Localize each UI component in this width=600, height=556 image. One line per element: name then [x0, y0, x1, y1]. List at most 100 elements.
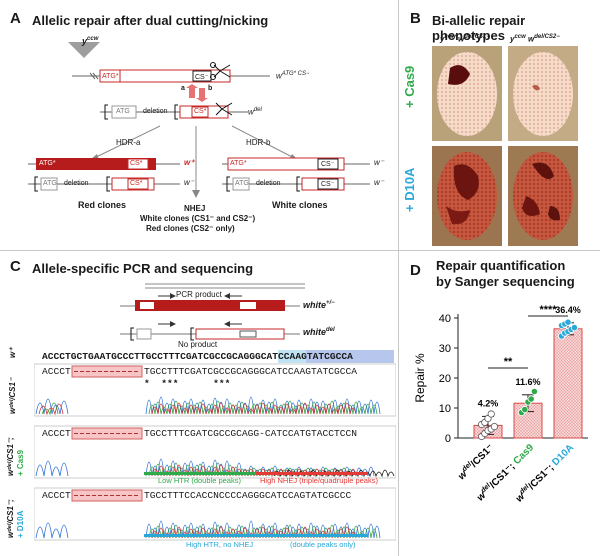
seq-row2-right: TGCCTTTCGATCGCCGCAGGGCATCCAAGTATCGCCA	[144, 366, 358, 377]
row-label-wplus: w⁺	[8, 347, 17, 358]
nhej-line1: White clones (CS1⁻ and CS2⁻)	[140, 214, 256, 223]
top-allele-label: wATG* CS−	[276, 71, 310, 81]
atg-star-label-white: ATG*	[230, 160, 247, 167]
high-htr-label: High HTR, no NHEJ	[186, 540, 254, 549]
panel-a-title: Allelic repair after dual cutting/nickin…	[32, 13, 269, 28]
deletion-label-red2: deletion	[64, 180, 89, 187]
atg-star-label-top: ATG*	[102, 73, 119, 80]
wdel-label-mid: wdel	[248, 107, 262, 117]
seq-row3-right: TGCCTTTCGATCGCCGCAGG-CATCCATGTACCTCCN	[144, 428, 358, 439]
data-point	[527, 395, 535, 403]
w-minus-label-2: w⁻	[374, 158, 384, 167]
b-label: b	[208, 85, 213, 92]
x-tick-label: wdel/CS1⁻	[456, 442, 497, 483]
data-point	[490, 423, 499, 431]
cs-minus-label-white2: CS⁻	[321, 181, 335, 188]
panel-a-diagram	[28, 42, 370, 198]
y-tick-label: 10	[439, 403, 451, 415]
col2-genotype: yccw wdel/CS2−	[510, 34, 560, 44]
cs-star-label-red: CS*	[130, 160, 143, 167]
panel-c-title: Allele-specific PCR and sequencing	[32, 261, 254, 276]
red-clone-gene	[36, 158, 156, 170]
cs-star-box-mid	[191, 106, 209, 118]
value-label: 36.4%	[555, 305, 581, 315]
cs-star-label-red2: CS*	[130, 180, 143, 187]
sig-label-2: ****	[539, 304, 557, 316]
y-ccw-triangle	[68, 42, 100, 58]
white-plus-label: white+/−	[303, 300, 335, 310]
panel-c-letter: C	[10, 258, 21, 275]
pcr-product-label: PCR product	[176, 290, 222, 299]
deletion-label-white2: deletion	[256, 180, 281, 187]
row-label-d10a: wᵈᵉˡ/CS1⁻; + D10A	[6, 499, 25, 538]
ref-seq-highlight-cyan	[278, 350, 306, 363]
col1-genotype: yccw wdel/CS1−	[440, 34, 490, 44]
eye-photos	[432, 46, 578, 246]
y-tick-label: 30	[439, 343, 451, 355]
white-del-label: whitedel	[303, 327, 335, 337]
sig-label-1: **	[504, 356, 513, 368]
deletion-label-mid: deletion	[143, 108, 168, 115]
horizontal-divider	[0, 250, 600, 251]
row-cas9-label: + Cas9	[402, 65, 417, 108]
atg-box-mid	[111, 105, 137, 119]
panel-c-pcr-diagram	[120, 283, 305, 341]
high-nhej-label: High NHEJ (triple/quadruple peaks)	[260, 476, 378, 485]
no-product-label: No product	[178, 340, 218, 349]
ref-seq-highlight-blue	[306, 350, 394, 363]
hdr-a-label: HDR-a	[116, 138, 141, 147]
panel-a-letter: A	[10, 10, 21, 27]
y-tick-label: 40	[439, 313, 451, 325]
y-tick-label: 20	[439, 373, 451, 385]
data-point	[570, 323, 578, 332]
ref-sequence: ACCCTGCTGAATGCCCTTGCCTTTCGATCGCCGCAGGGCA…	[42, 351, 353, 362]
low-htr-label: Low HTR (double peaks)	[158, 476, 241, 485]
seq-row2-left: ACCCT	[42, 366, 71, 377]
w-plus-label: w⁺	[184, 158, 195, 167]
cs-star-label-mid: CS*	[194, 108, 207, 115]
eye-photo-cas9-cs1	[437, 52, 497, 136]
panel-b-letter: B	[410, 10, 421, 27]
value-label: 4.2%	[478, 398, 499, 408]
white-clones-label: White clones	[272, 200, 328, 210]
value-label: 11.6%	[515, 377, 540, 387]
nhej-line2: Red clones (CS2⁻ only)	[146, 224, 235, 233]
row-label-wdel: wᵈᵉˡ/CS1⁻	[8, 377, 17, 414]
hdr-b-label: HDR-b	[246, 138, 271, 147]
vertical-divider	[398, 0, 399, 556]
atg-label-mid: ATG	[116, 108, 130, 115]
a-label: a	[181, 85, 185, 92]
panel-d-title-1: Repair quantification	[436, 258, 566, 273]
data-point	[530, 387, 539, 396]
double-only-label: (double peaks only)	[290, 540, 356, 549]
red-clones-label: Red clones	[78, 200, 127, 210]
panel-b-title: Bi-allelic repair phenotypes	[432, 13, 526, 43]
y-ccw-label: yccw	[82, 36, 99, 46]
seq-row4-right: TGCCTTTCCACCNCCCCAGGGCATCCAGTATCGCCC	[144, 490, 352, 501]
eye-photo-cas9-cs2	[513, 52, 573, 136]
panel-d-letter: D	[410, 262, 421, 279]
asterisks: * *** ***	[144, 378, 231, 389]
atg-star-label-red: ATG*	[39, 160, 56, 167]
scissors-icon-mid	[215, 102, 233, 116]
top-white-gene	[119, 69, 231, 83]
atg-label-red2: ATG	[43, 180, 57, 187]
scissors-icon-top	[213, 64, 231, 78]
panel-d-title-2: by Sanger sequencing	[436, 274, 575, 289]
nhej-title: NHEJ	[184, 204, 206, 213]
cs-minus-label-white: CS⁻	[321, 161, 335, 168]
w-minus-label-1: w⁻	[184, 178, 194, 187]
bar	[553, 328, 583, 439]
w-minus-label-3: w⁻	[374, 178, 384, 187]
data-point	[564, 318, 572, 326]
seq-row3-left: ACCCT	[42, 428, 71, 439]
pcr-white-gene	[135, 300, 285, 311]
data-point	[487, 410, 495, 418]
chromatograms	[34, 363, 396, 541]
row-label-cas9: wᵈᵉˡ/CS1⁻; + Cas9	[6, 437, 25, 476]
cs-minus-label-top: CS⁻	[195, 74, 209, 81]
data-point	[521, 405, 529, 414]
y-tick-label: 0	[445, 433, 451, 445]
seq-row4-left: ACCCT	[42, 490, 71, 501]
